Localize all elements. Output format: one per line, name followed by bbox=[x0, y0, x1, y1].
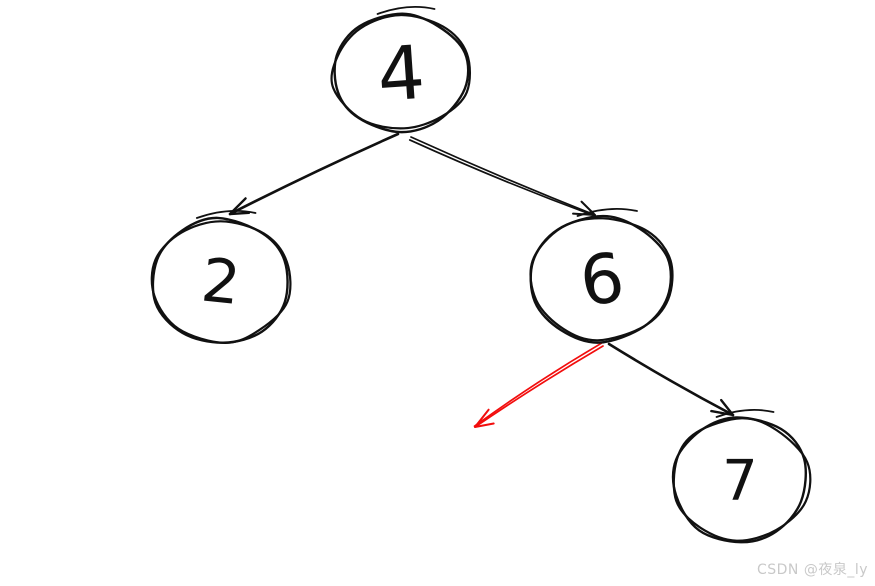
edge-stroke bbox=[408, 139, 596, 217]
tree-node-6: 6 bbox=[529, 207, 674, 344]
edge-stroke bbox=[607, 342, 735, 417]
edge-4-6 bbox=[408, 136, 596, 217]
pen-flourish bbox=[576, 207, 638, 217]
edge-stroke bbox=[474, 345, 604, 428]
node-circle-overdraw bbox=[150, 220, 292, 345]
tree-node-7: 7 bbox=[671, 408, 812, 544]
edge-6-7 bbox=[607, 342, 735, 417]
node-circle bbox=[333, 12, 470, 134]
edge-4-2 bbox=[228, 132, 400, 216]
node-label-4: 4 bbox=[375, 30, 428, 119]
node-label-7: 7 bbox=[722, 449, 758, 514]
node-circle-overdraw bbox=[529, 217, 674, 342]
edge-stroke bbox=[228, 132, 400, 216]
pen-flourish bbox=[715, 408, 775, 418]
edge-stroke bbox=[473, 342, 603, 428]
node-circle-overdraw bbox=[330, 13, 472, 130]
csdn-watermark: CSDN @夜泉_ly bbox=[756, 562, 868, 578]
pen-flourish bbox=[195, 209, 257, 219]
node-label-2: 2 bbox=[198, 245, 243, 319]
tree-node-4: 4 bbox=[330, 5, 472, 134]
tree-node-2: 2 bbox=[150, 209, 292, 345]
node-circle-overdraw bbox=[672, 417, 812, 542]
arrowhead-icon bbox=[474, 408, 495, 428]
pen-flourish bbox=[376, 5, 436, 15]
edge-6-null bbox=[473, 342, 604, 428]
edge-stroke bbox=[410, 136, 596, 216]
